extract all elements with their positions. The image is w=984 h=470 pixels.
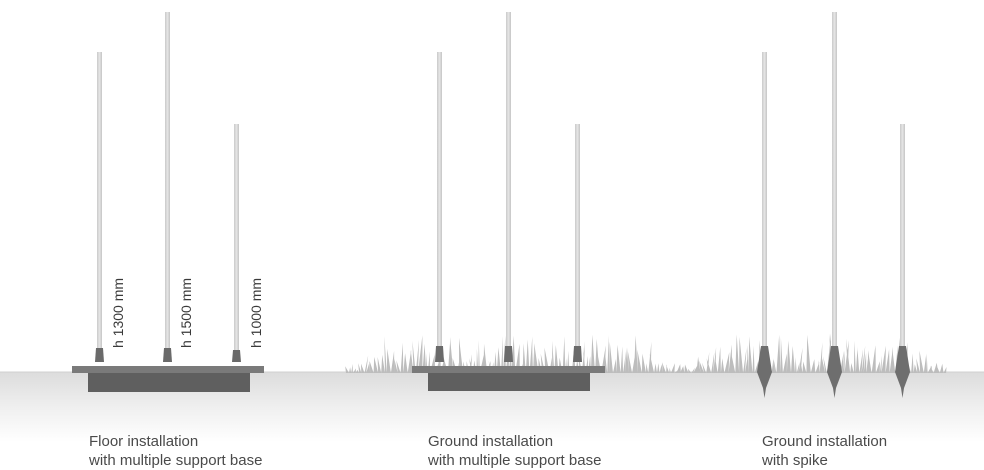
pole-h1500 xyxy=(163,12,172,362)
caption-title: Ground installation xyxy=(428,433,554,450)
height-label-1500: h 1500 mm xyxy=(178,277,194,348)
pole-short xyxy=(573,124,582,362)
pole-tallest xyxy=(504,12,513,362)
pole-tall-left xyxy=(435,52,444,362)
base-plate xyxy=(72,366,264,373)
caption-floor-base: Floor installation with multiple support… xyxy=(89,432,262,470)
caption-title: Floor installation xyxy=(89,433,199,450)
spike-pole-short xyxy=(895,124,910,398)
pole-h1300 xyxy=(95,52,104,362)
panel-ground-base xyxy=(412,12,605,391)
height-label-1300: h 1300 mm xyxy=(110,277,126,348)
panel-ground-spike xyxy=(757,12,910,398)
spike-pole-left xyxy=(757,52,772,398)
caption-subtitle: with spike xyxy=(762,452,828,469)
height-label-1000: h 1000 mm xyxy=(248,277,264,348)
base-plate xyxy=(412,366,605,373)
caption-ground-spike: Ground installation with spike xyxy=(762,432,887,470)
spike-pole-tallest xyxy=(827,12,842,398)
base-block xyxy=(88,372,250,392)
caption-subtitle: with multiple support base xyxy=(89,452,263,469)
caption-ground-base: Ground installation with multiple suppor… xyxy=(428,432,601,470)
pole-h1000 xyxy=(232,124,241,362)
grass-patch-right xyxy=(680,333,947,373)
grass-patch-middle xyxy=(345,334,681,373)
base-block xyxy=(428,372,590,391)
panel-floor-base xyxy=(72,12,264,392)
caption-title: Ground installation xyxy=(762,433,888,450)
caption-subtitle: with multiple support base xyxy=(428,452,602,469)
